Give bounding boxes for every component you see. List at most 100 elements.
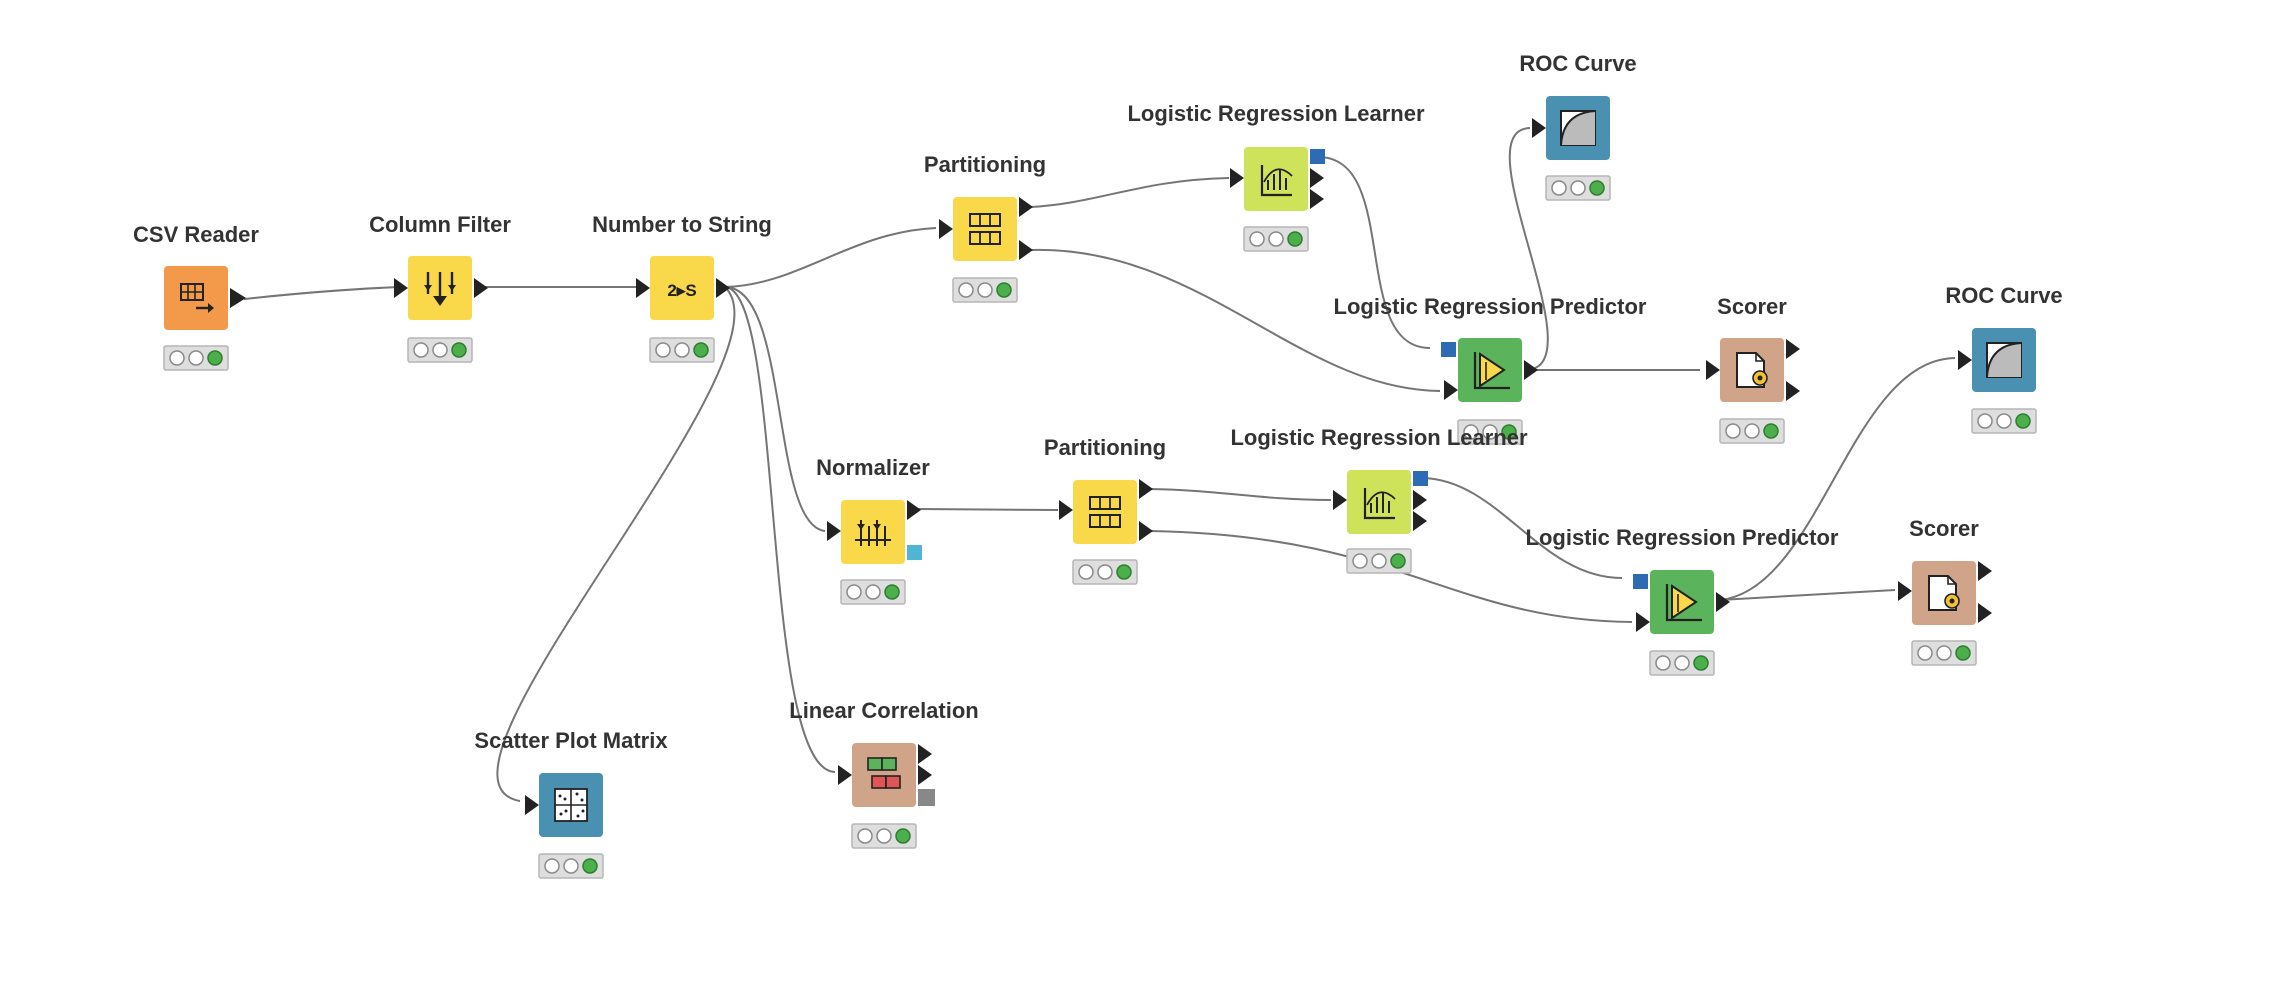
connection-learner1-predictor1[interactable] — [1319, 156, 1431, 349]
node-title: Linear Correlation — [789, 698, 978, 723]
status-indicator — [1971, 408, 2037, 434]
data-input-port[interactable] — [1444, 380, 1458, 400]
input-port[interactable] — [1706, 360, 1720, 380]
predictor-icon — [1665, 584, 1702, 622]
node-body[interactable] — [650, 256, 714, 320]
status-light-green — [1287, 231, 1303, 247]
status-light-green — [451, 342, 467, 358]
node-number-to-string[interactable]: Number to String 2▸S — [592, 212, 772, 363]
connection-numbertostring-normalizer[interactable] — [724, 286, 826, 532]
output-port-2[interactable] — [1786, 381, 1800, 401]
input-port[interactable] — [1333, 490, 1347, 510]
node-body[interactable] — [1244, 147, 1308, 211]
input-port[interactable] — [525, 795, 539, 815]
output-port-3[interactable] — [1310, 189, 1324, 209]
connection-partitioning2-predictor2[interactable] — [1148, 530, 1633, 623]
learner-icon — [1363, 488, 1396, 520]
node-column-filter[interactable]: Column Filter — [369, 212, 511, 363]
node-body[interactable] — [841, 500, 905, 564]
correlation-model-port[interactable] — [918, 789, 935, 806]
connection-numbertostring-partitioning1[interactable] — [724, 227, 937, 288]
model-output-port[interactable] — [1413, 471, 1428, 486]
status-light-green — [582, 858, 598, 874]
input-port[interactable] — [636, 278, 650, 298]
input-port[interactable] — [827, 521, 841, 541]
input-port[interactable] — [1230, 168, 1244, 188]
node-logistic-regression-learner-2[interactable]: Logistic Regression Learner — [1230, 425, 1528, 574]
status-light-yellow — [1570, 180, 1586, 196]
output-port-1[interactable] — [1786, 339, 1800, 359]
connection-numbertostring-scatterplotmatrix[interactable] — [496, 286, 736, 802]
output-port[interactable] — [1716, 592, 1730, 612]
node-body[interactable] — [953, 197, 1017, 261]
output-port-1[interactable] — [1019, 197, 1033, 217]
node-logistic-regression-predictor-2[interactable]: Logistic Regression Predictor — [1526, 525, 1839, 676]
connection-learner2-predictor2[interactable] — [1422, 477, 1623, 579]
connection-partitioning2-learner2[interactable] — [1148, 488, 1332, 501]
node-body[interactable] — [164, 266, 228, 330]
connection-normalizer-partitioning2[interactable] — [917, 508, 1059, 511]
status-light-red — [655, 342, 671, 358]
output-port-1[interactable] — [918, 744, 932, 764]
node-scorer-1[interactable]: Scorer — [1706, 294, 1800, 444]
output-port[interactable] — [907, 500, 921, 520]
connection-csvreader-columnfilter[interactable] — [243, 286, 401, 300]
node-linear-correlation[interactable]: Linear Correlation — [789, 698, 979, 849]
output-port-2[interactable] — [1413, 490, 1427, 510]
input-port[interactable] — [394, 278, 408, 298]
status-light-yellow — [1674, 655, 1690, 671]
node-scatter-plot-matrix[interactable]: Scatter Plot Matrix — [474, 728, 668, 879]
node-normalizer[interactable]: Normalizer — [816, 455, 930, 605]
output-port[interactable] — [230, 288, 246, 308]
node-scorer-2[interactable]: Scorer — [1898, 516, 1992, 666]
status-light-green — [1763, 423, 1779, 439]
connection-partitioning1-learner1[interactable] — [1030, 177, 1230, 208]
status-light-yellow — [1936, 645, 1952, 661]
connection-numbertostring-linearcorrelation[interactable] — [724, 286, 836, 773]
model-output-port[interactable] — [1310, 149, 1325, 164]
status-light-green — [1955, 645, 1971, 661]
connection-predictor1-roccurve1[interactable] — [1508, 127, 1549, 371]
output-port-1[interactable] — [1139, 479, 1153, 499]
node-body[interactable] — [1073, 480, 1137, 544]
node-body[interactable] — [1347, 470, 1411, 534]
node-logistic-regression-learner-1[interactable]: Logistic Regression Learner — [1127, 101, 1425, 252]
input-port[interactable] — [939, 219, 953, 239]
model-input-port[interactable] — [1441, 342, 1456, 357]
output-port-1[interactable] — [1978, 561, 1992, 581]
data-input-port[interactable] — [1636, 612, 1650, 632]
node-csv-reader[interactable]: CSV Reader — [133, 222, 259, 371]
node-partitioning-1[interactable]: Partitioning — [924, 152, 1046, 303]
status-light-red — [857, 828, 873, 844]
output-port-2[interactable] — [1139, 521, 1153, 541]
status-light-red — [413, 342, 429, 358]
normalizer-model-port[interactable] — [907, 545, 922, 560]
output-port[interactable] — [474, 278, 488, 298]
node-partitioning-2[interactable]: Partitioning — [1044, 435, 1166, 585]
output-port-2[interactable] — [1019, 240, 1033, 260]
input-port[interactable] — [1958, 350, 1972, 370]
input-port[interactable] — [1532, 118, 1546, 138]
input-port[interactable] — [1898, 581, 1912, 601]
connection-predictor2-roccurve2[interactable] — [1719, 357, 1956, 601]
node-logistic-regression-predictor-1[interactable]: Logistic Regression Predictor — [1334, 294, 1647, 445]
output-port-2[interactable] — [918, 765, 932, 785]
status-light-yellow — [1371, 553, 1387, 569]
output-port[interactable] — [716, 278, 730, 298]
node-body[interactable] — [852, 743, 916, 807]
output-port-2[interactable] — [1978, 603, 1992, 623]
model-input-port[interactable] — [1633, 574, 1648, 589]
status-light-green — [1693, 655, 1709, 671]
node-roc-curve-2[interactable]: ROC Curve — [1945, 283, 2063, 434]
scorer-icon — [1736, 352, 1768, 388]
connection-predictor2-scorer2[interactable] — [1719, 589, 1896, 601]
connection-partitioning1-predictor1[interactable] — [1030, 248, 1441, 392]
output-port[interactable] — [1524, 360, 1538, 380]
correlation-matrix-icon — [867, 757, 901, 789]
input-port[interactable] — [838, 765, 852, 785]
output-port-3[interactable] — [1413, 511, 1427, 531]
output-port-2[interactable] — [1310, 168, 1324, 188]
input-port[interactable] — [1059, 500, 1073, 520]
node-roc-curve-1[interactable]: ROC Curve — [1519, 51, 1637, 201]
